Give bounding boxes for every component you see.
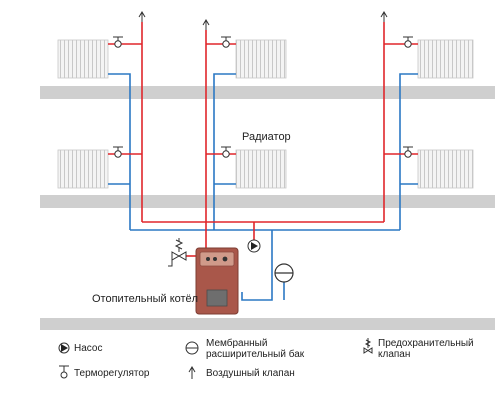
- return-pipes: [108, 73, 418, 301]
- radiator-top-right: [417, 39, 474, 79]
- radiator-middle-left: [57, 149, 109, 189]
- thermostat-valve-middle-right: [403, 146, 413, 158]
- expansion-tank: [274, 263, 294, 283]
- legend-pump-label: Насос: [74, 343, 103, 354]
- radiator-top-left: [57, 39, 109, 79]
- pump: [247, 239, 261, 253]
- radiator-label: Радиатор: [242, 131, 291, 143]
- radiator-top-center: [235, 39, 287, 79]
- thermostat-valve-top-left: [113, 36, 123, 48]
- legend-air-valve-label: Воздушный клапан: [206, 368, 295, 379]
- legend-thermostat-label: Терморегулятор: [74, 368, 150, 379]
- expansion-tank-icon: [185, 341, 199, 355]
- thermostat-valve-top-center: [221, 36, 231, 48]
- radiator-middle-center: [235, 149, 287, 189]
- radiator-middle-right: [417, 149, 474, 189]
- floor-slab-middle: [40, 195, 495, 208]
- safety-valve-icon: [363, 338, 373, 354]
- air-valve-center: [202, 19, 210, 30]
- air-valve-right: [380, 11, 388, 22]
- legend-safety-valve-label: Предохранительный клапан: [378, 338, 474, 360]
- floor-slab-top: [40, 86, 495, 99]
- safety-valve: [168, 238, 187, 267]
- air-valve-icon: [188, 366, 196, 379]
- boiler: [195, 247, 239, 315]
- supply-pipes: [108, 22, 418, 258]
- thermostat-valve-middle-center: [221, 146, 231, 158]
- pump-icon: [58, 342, 70, 354]
- floor-slab-bottom: [40, 318, 495, 330]
- air-valve-left: [138, 11, 146, 22]
- boiler-label: Отопительный котёл: [92, 293, 199, 305]
- thermostat-valve-middle-left: [113, 146, 123, 158]
- thermostat-icon: [59, 365, 69, 379]
- thermostat-valve-top-right: [403, 36, 413, 48]
- legend-expansion-tank-label: Мембранный расширительный бак: [206, 338, 305, 360]
